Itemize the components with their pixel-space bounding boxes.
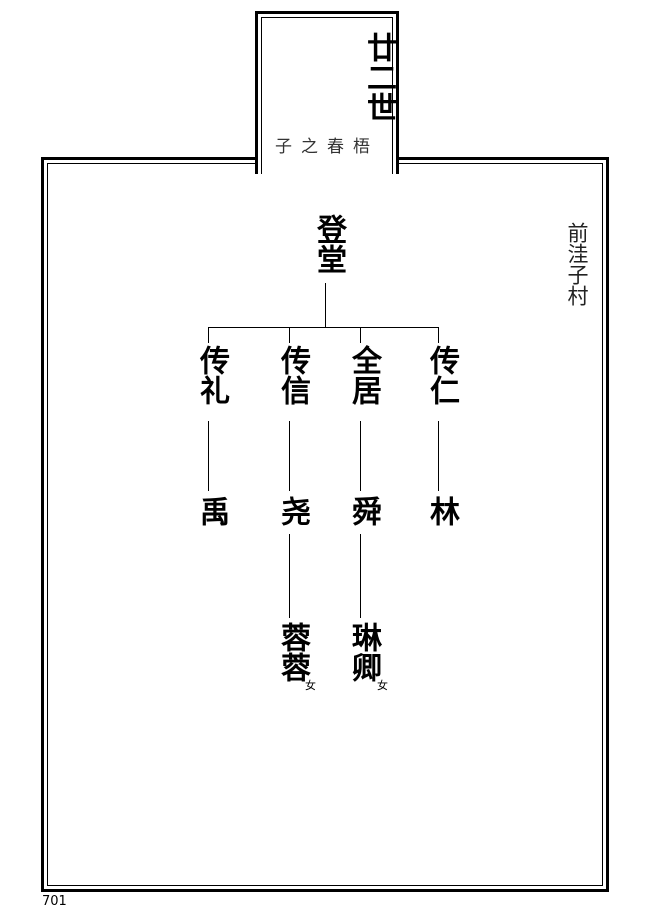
connector xyxy=(360,421,361,491)
grandchild-name: 舜 xyxy=(346,496,381,526)
root-name: 登堂 xyxy=(311,214,346,274)
grandchild-name: 禹 xyxy=(194,496,229,526)
generation-title: 廿二世 xyxy=(361,32,396,122)
connector xyxy=(438,327,439,343)
sibling-bar xyxy=(208,327,439,328)
connector xyxy=(325,283,326,327)
connector xyxy=(289,421,290,491)
connector xyxy=(289,534,290,618)
connector xyxy=(438,421,439,491)
connector xyxy=(208,421,209,491)
page-number: 701 xyxy=(42,894,67,909)
female-mark: 女 xyxy=(377,679,388,692)
child-name: 全居 xyxy=(346,345,381,405)
child-name: 传礼 xyxy=(194,345,229,405)
child-name: 传信 xyxy=(275,345,310,405)
connector xyxy=(360,327,361,343)
generation-header-box: 廿二世 子之春梧 xyxy=(255,11,399,174)
child-name: 传仁 xyxy=(424,345,459,405)
great-grandchild-name: 琳卿 xyxy=(346,622,381,682)
great-grandchild-name: 蓉蓉 xyxy=(275,622,310,682)
connector xyxy=(289,327,290,343)
grandchild-name: 尧 xyxy=(275,496,310,526)
female-mark: 女 xyxy=(305,679,316,692)
connector xyxy=(360,534,361,618)
village-name: 前洼子村 xyxy=(565,222,589,306)
branch-label: 子之春梧 xyxy=(275,137,379,157)
grandchild-name: 林 xyxy=(424,496,459,526)
connector xyxy=(208,327,209,343)
